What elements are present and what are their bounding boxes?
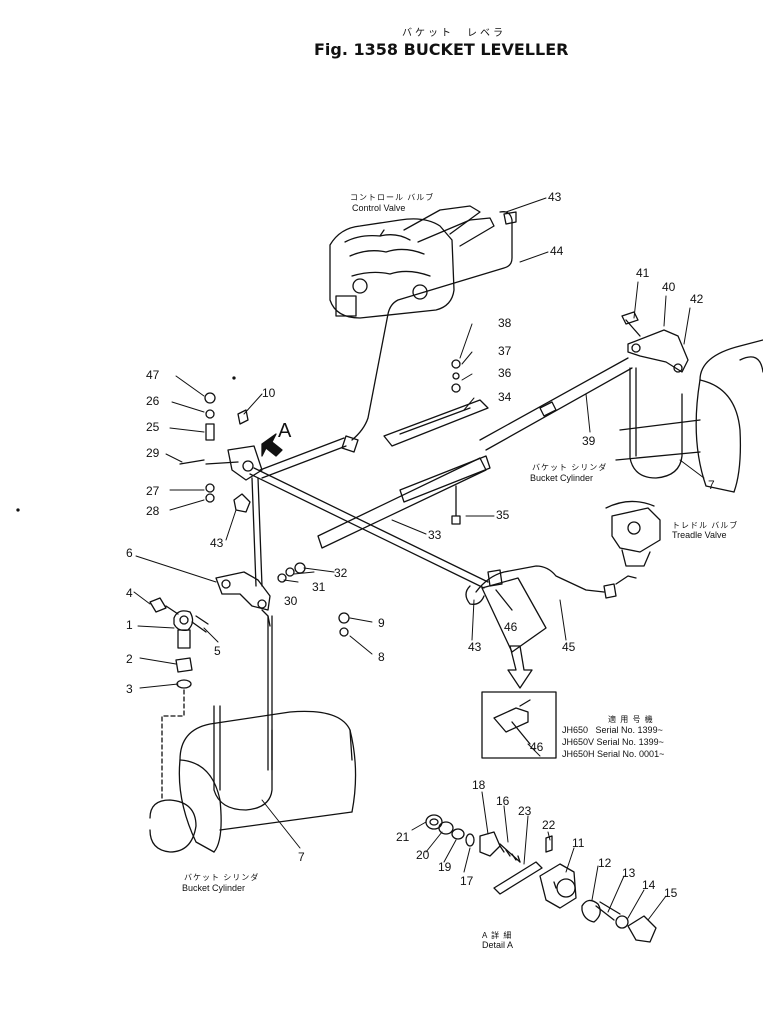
plate-34	[383, 399, 489, 447]
serial-row-2: JH650V Serial No. 1399~	[562, 737, 664, 747]
callout-38: 38	[498, 316, 512, 330]
callout-16: 16	[496, 794, 510, 808]
callout-17: 17	[460, 874, 474, 888]
callout-39: 39	[582, 434, 596, 448]
callout-9: 9	[378, 616, 385, 630]
callout-30: 30	[284, 594, 298, 608]
page-title: Fig. 1358 BUCKET LEVELLER	[314, 40, 569, 59]
serial-row-3: JH650H Serial No. 0001~	[562, 749, 665, 759]
callout-15: 15	[664, 886, 678, 900]
control-valve-label-jp: コントロール バルブ	[350, 193, 435, 202]
control-valve-drawing	[329, 205, 495, 319]
applicable-models-label: 適 用 号 機	[608, 715, 654, 724]
callout-34: 34	[498, 390, 512, 404]
treadle-valve-label-jp: トレドル バルブ	[672, 521, 739, 530]
callout-31: 31	[312, 580, 326, 594]
callout-5: 5	[214, 644, 221, 658]
callout-3: 3	[126, 682, 133, 696]
callout-26: 26	[146, 394, 160, 408]
callout-37: 37	[498, 344, 512, 358]
bucket-cylinder-left-drawing	[149, 710, 357, 853]
callout-42: 42	[690, 292, 704, 306]
callout-22: 22	[542, 818, 556, 832]
callout-43-left: 43	[210, 536, 224, 550]
upper-left-bracket	[179, 392, 263, 503]
bucket-cylinder-right-drawing	[615, 339, 763, 493]
inset-46-box	[481, 691, 557, 759]
callout-46-frame: 46	[504, 620, 518, 634]
bracket-40	[627, 329, 689, 373]
bucket-cylinder-label-jp-right: バケット シリンダ	[532, 463, 608, 472]
callout-41: 41	[636, 266, 650, 280]
callout-8: 8	[378, 650, 385, 664]
callout-44: 44	[550, 244, 564, 258]
callout-32: 32	[334, 566, 348, 580]
callout-25: 25	[146, 420, 160, 434]
control-valve-label: Control Valve	[352, 203, 406, 213]
pipe-45	[475, 565, 605, 593]
callout-12: 12	[598, 856, 612, 870]
pipe-44	[351, 211, 513, 441]
callout-2: 2	[126, 652, 133, 666]
u-bolt-7-right	[629, 367, 683, 479]
vertical-link-rod	[251, 477, 263, 587]
callout-7-right: 7	[708, 478, 715, 492]
callout-18: 18	[472, 778, 486, 792]
view-a-label: A	[278, 420, 292, 442]
view-arrow-a	[261, 433, 283, 457]
treadle-valve-drawing	[605, 500, 661, 567]
detail-a-drawing	[425, 814, 657, 943]
callout-45: 45	[562, 640, 576, 654]
callout-33: 33	[428, 528, 442, 542]
callout-6: 6	[126, 546, 133, 560]
bucket-cylinder-label-right: Bucket Cylinder	[530, 473, 594, 483]
callout-46-inset: 46	[530, 740, 544, 754]
callout-19: 19	[438, 860, 452, 874]
callout-4: 4	[126, 586, 133, 600]
callout-21: 21	[396, 830, 410, 844]
callout-1: 1	[126, 618, 133, 632]
callout-36: 36	[498, 366, 512, 380]
callout-43-center: 43	[468, 640, 482, 654]
callout-27: 27	[146, 484, 160, 498]
callout-43-top: 43	[548, 190, 562, 204]
detail-46-frame	[481, 577, 547, 653]
callout-23: 23	[518, 804, 532, 818]
rod-39	[479, 357, 633, 451]
arm-33	[317, 457, 487, 549]
bucket-cylinder-label-left: Bucket Cylinder	[182, 883, 246, 893]
callout-35: 35	[496, 508, 510, 522]
page-title-jp: バケット レベラ	[402, 28, 506, 39]
detail-a-label-jp: A 詳 細	[482, 931, 513, 940]
treadle-valve-label: Treadle Valve	[672, 530, 727, 540]
detail-a-label: Detail A	[482, 940, 514, 950]
leader-lines	[133, 197, 705, 921]
callout-28: 28	[146, 504, 160, 518]
serial-row-1: JH650 Serial No. 1399~	[562, 725, 663, 735]
bucket-cylinder-label-jp-left: バケット シリンダ	[184, 873, 260, 882]
callout-13: 13	[622, 866, 636, 880]
callout-40: 40	[662, 280, 676, 294]
callout-29: 29	[146, 446, 160, 460]
u-bolt-7-left	[213, 705, 273, 811]
callout-20: 20	[416, 848, 430, 862]
callout-47: 47	[146, 368, 160, 382]
callout-11: 11	[572, 836, 585, 850]
callout-7-left: 7	[298, 850, 305, 864]
callout-14: 14	[642, 878, 656, 892]
callout-10: 10	[262, 386, 276, 400]
